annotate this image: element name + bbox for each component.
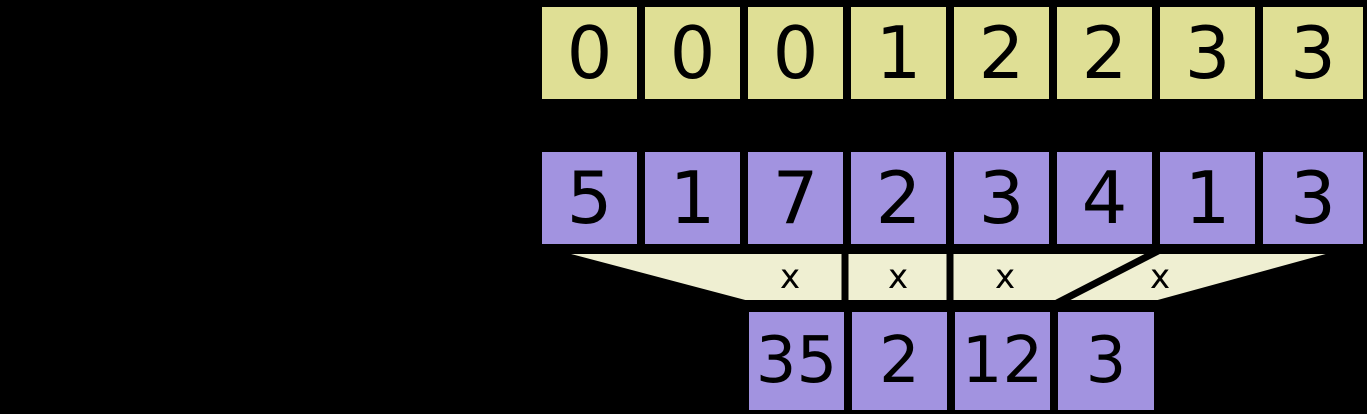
value-cell-6: 1 <box>1156 148 1259 248</box>
key-cell-3: 1 <box>847 3 950 103</box>
output-cell-2: 12 <box>951 308 1054 414</box>
value-cell-3: 2 <box>847 148 950 248</box>
value-cell-5: 4 <box>1053 148 1156 248</box>
key-cell-5: 2 <box>1053 3 1156 103</box>
band-trapezoid <box>547 248 1349 306</box>
operator-mark-1: x <box>887 257 909 297</box>
value-cell-2: 7 <box>744 148 847 248</box>
operator-mark-0: x <box>779 257 801 297</box>
operator-mark-3: x <box>1149 257 1171 297</box>
key-cell-7: 3 <box>1259 3 1367 103</box>
key-cell-0: 0 <box>538 3 641 103</box>
value-cell-4: 3 <box>950 148 1053 248</box>
value-cell-0: 5 <box>538 148 641 248</box>
output-cell-0: 35 <box>745 308 848 414</box>
output-cell-1: 2 <box>848 308 951 414</box>
key-cell-2: 0 <box>744 3 847 103</box>
value-cell-7: 3 <box>1259 148 1367 248</box>
output-cell-3: 3 <box>1054 308 1158 414</box>
key-cell-4: 2 <box>950 3 1053 103</box>
value-cell-1: 1 <box>641 148 744 248</box>
key-cell-1: 0 <box>641 3 744 103</box>
key-cell-6: 3 <box>1156 3 1259 103</box>
operator-mark-2: x <box>994 257 1016 297</box>
